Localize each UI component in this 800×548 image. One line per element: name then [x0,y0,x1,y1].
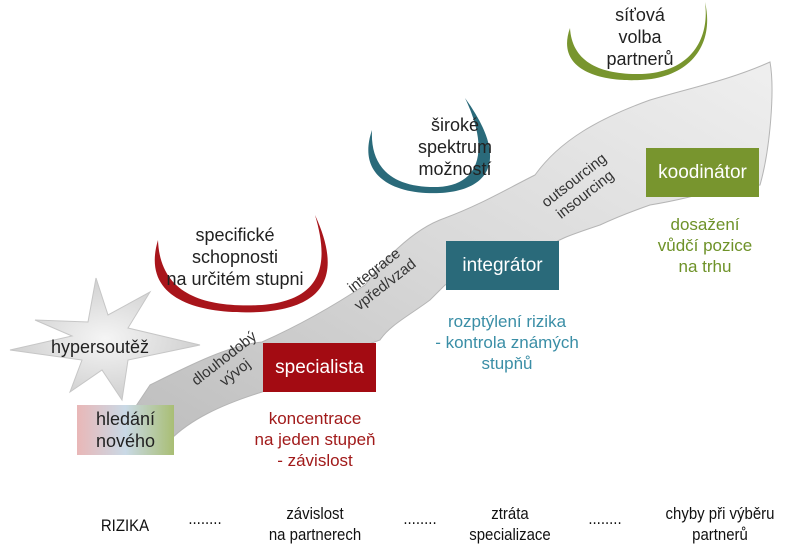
outcome-line: rozptýlení rizika [447,312,567,331]
hypersoutez-label: hypersoutěž [50,337,150,357]
risk-line: závislost [286,504,344,523]
outcome-koodinator: dosažení vůdčí pozice na trhu [630,214,780,277]
stage-box-koodinator: koodinátor [646,148,759,197]
outcome-line: na jeden stupeň [254,430,376,449]
risk-line: specializace [469,525,551,544]
bubble-line: síťová [615,5,665,25]
bubble-line: možností [418,159,492,179]
risk-item: ztráta specializace [448,503,571,545]
outcome-line: vůdčí pozice [657,236,753,255]
bubble-koodinator: síťová volba partnerů [585,4,695,70]
bubble-line: schopnosti [191,247,279,267]
outcome-line: stupňů [481,354,533,373]
start-box: hledání nového [77,408,174,452]
bubble-integrator: široké spektrum možností [390,114,520,180]
risk-line: partnerů [692,525,748,544]
risks-separator: ........ [403,509,437,528]
risk-line: chyby při výběru [665,504,775,523]
outcome-line: na trhu [678,257,732,276]
start-box-line: nového [95,431,156,451]
risk-line: ztráta [491,504,529,523]
risk-item: závislost na partnerech [249,503,381,545]
outcome-line: dosažení [670,215,740,234]
bubble-line: na určitém stupni [166,269,304,289]
stage-box-integrator: integrátor [446,241,559,290]
risks-title: RIZIKA [100,516,150,535]
risks-separator: ........ [188,509,222,528]
bubble-line: specifické [195,225,275,245]
bubble-specialista: specifické schopnosti na určitém stupni [150,224,320,290]
start-box-bg [77,405,174,455]
outcome-integrator: rozptýlení rizika - kontrola známých stu… [412,311,602,374]
stage-box-specialista: specialista [263,343,376,392]
risk-line: na partnerech [268,525,362,544]
outcome-line: koncentrace [268,409,362,428]
outcome-specialista: koncentrace na jeden stupeň - závislost [230,408,400,471]
hypersoutez-star [9,277,201,402]
outcome-line: - závislost [277,451,353,470]
bubble-line: spektrum [417,137,493,157]
bubble-line: volba [618,27,662,47]
bubble-line: partnerů [606,49,674,69]
outcome-line: - kontrola známých [435,333,579,352]
bubble-line: široké [430,115,479,135]
start-box-line: hledání [95,409,156,429]
risk-item: chyby při výběru partnerů [641,503,799,545]
risks-separator: ........ [588,509,622,528]
